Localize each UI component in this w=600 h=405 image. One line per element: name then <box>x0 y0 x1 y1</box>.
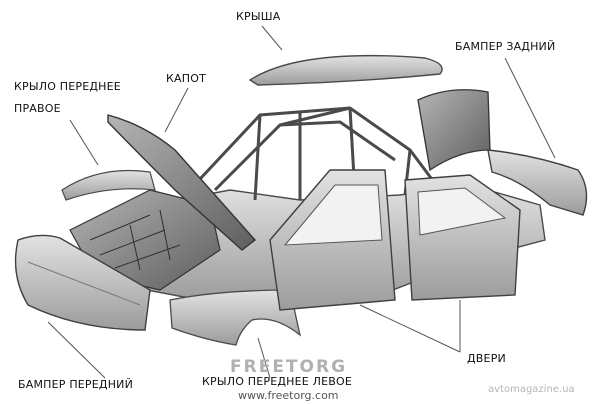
label-front-bumper: БАМПЕР ПЕРЕДНИЙ <box>18 378 134 391</box>
front-left-fender-panel <box>169 289 302 346</box>
leader-lines <box>47 25 556 379</box>
label-roof: КРЫША <box>236 10 281 23</box>
label-doors: ДВЕРИ <box>467 352 506 365</box>
trunk-lid-panel <box>417 89 491 172</box>
front-right-fender-panel <box>61 169 156 201</box>
label-front-right-fender-line2: ПРАВОЕ <box>14 102 61 115</box>
label-front-right-fender-line1: КРЫЛО ПЕРЕДНЕЕ <box>14 80 121 93</box>
rear-bumper-panel <box>487 149 588 216</box>
hood-panel <box>107 114 257 251</box>
watermark-corner: avtomagazine.ua <box>488 384 575 395</box>
watermark-site: www.freetorg.com <box>238 389 339 402</box>
roof-panel <box>248 54 443 86</box>
label-rear-bumper: БАМПЕР ЗАДНИЙ <box>455 40 556 53</box>
watermark-brand: FREETORG <box>230 357 348 377</box>
label-hood: КАПОТ <box>166 72 206 85</box>
label-front-left-fender: КРЫЛО ПЕРЕДНЕЕ ЛЕВОЕ <box>202 375 353 388</box>
roof-frame <box>183 106 442 201</box>
